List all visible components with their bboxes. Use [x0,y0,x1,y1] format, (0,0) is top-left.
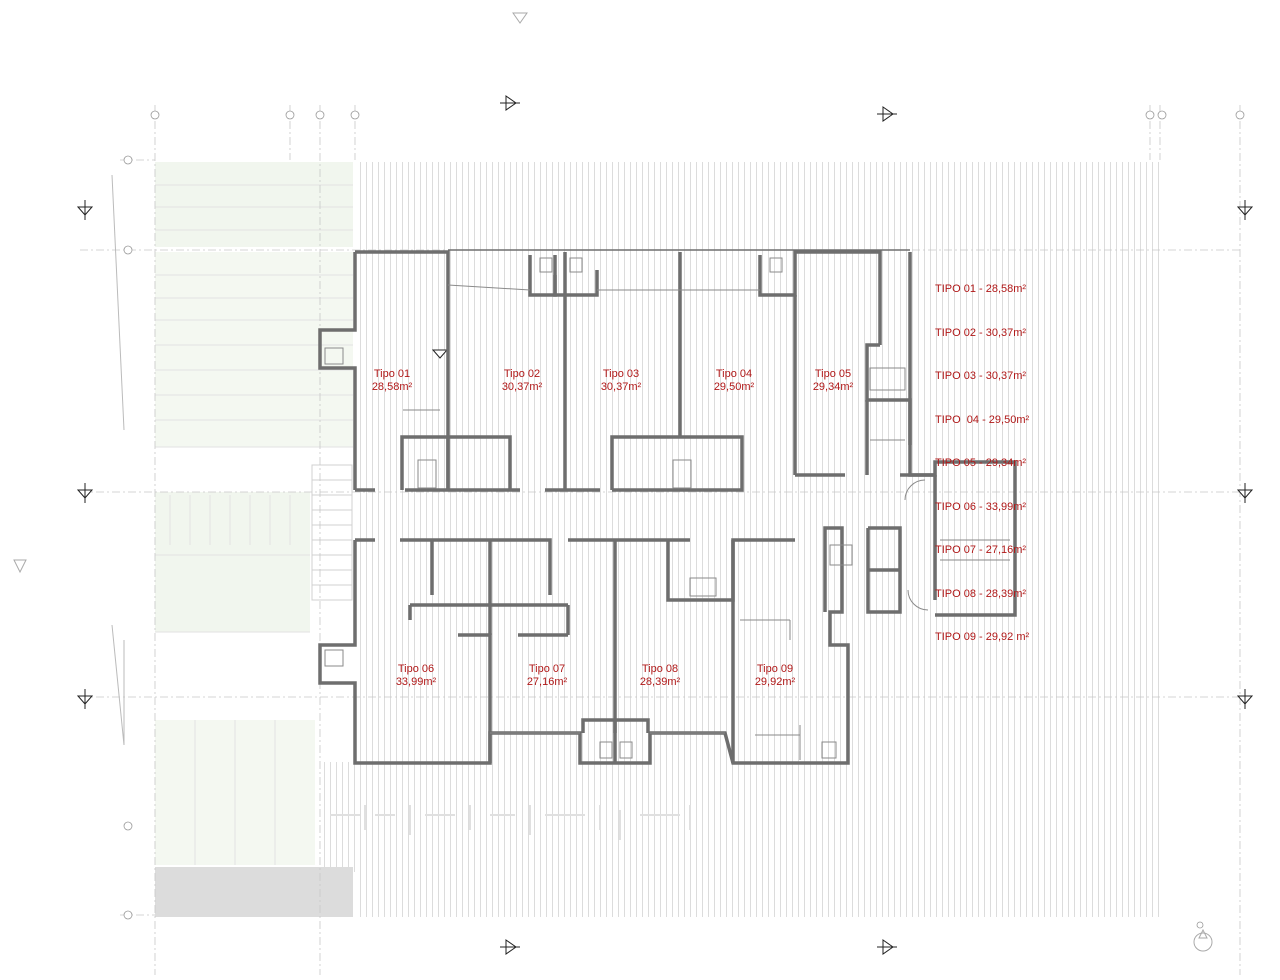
grid-bubble-icon [123,110,1245,929]
section-marker-icon [76,95,1254,955]
unit-label-tipo-01: Tipo 01 28,58m² [352,368,432,394]
unit-name: Tipo 01 [373,368,411,380]
legend-entry: TIPO 05 - 29,34m² [935,457,1027,469]
unit-area: 29,92m² [754,676,796,688]
legend-entry: TIPO 03 - 30,37m² [935,370,1027,382]
unit-area: 27,16m² [526,676,568,688]
unit-label-tipo-02: Tipo 02 30,37m² [482,368,562,394]
legend-entry: TIPO 09 - 29,92 m² [935,631,1030,643]
building-walls [318,249,1017,765]
unit-label-tipo-06: Tipo 06 33,99m² [376,663,456,689]
interior-details [324,257,1010,760]
unit-label-tipo-08: Tipo 08 28,39m² [620,663,700,689]
unit-name: Tipo 07 [528,663,566,675]
area-legend: TIPO 01 - 28,58m² TIPO 02 - 30,37m² TIPO… [935,253,1029,659]
unit-area: 28,58m² [371,381,413,393]
unit-label-tipo-04: Tipo 04 29,50m² [694,368,774,394]
unit-name: Tipo 05 [814,368,852,380]
unit-area: 30,37m² [600,381,642,393]
unit-area: 28,39m² [639,676,681,688]
legend-entry: TIPO 06 - 33,99m² [935,500,1027,513]
unit-name: Tipo 02 [503,368,541,380]
unit-name: Tipo 04 [715,368,753,380]
unit-name: Tipo 09 [756,663,794,675]
unit-name: Tipo 06 [397,663,435,675]
legend-entry: TIPO 07 - 27,16m² [935,544,1027,556]
unit-label-tipo-09: Tipo 09 29,92m² [735,663,815,689]
legend-entry: TIPO 08 - 28,39m² [935,587,1027,600]
unit-label-tipo-05: Tipo 05 29,34m² [793,368,873,394]
unit-area: 33,99m² [395,676,437,688]
grey-ramp-zone [155,867,353,917]
legend-entry: TIPO 02 - 30,37m² [935,326,1027,339]
legend-entry: TIPO 01 - 28,58m² [935,283,1027,295]
unit-area: 29,50m² [713,381,755,393]
unit-label-tipo-03: Tipo 03 30,37m² [581,368,661,394]
unit-area: 30,37m² [501,381,543,393]
unit-area: 29,34m² [812,381,854,393]
unit-label-tipo-07: Tipo 07 27,16m² [507,663,587,689]
structural-grid [80,105,1241,975]
unit-name: Tipo 03 [602,368,640,380]
legend-entry: TIPO 04 - 29,50m² [935,413,1030,426]
unit-name: Tipo 08 [641,663,679,675]
north-arrow-icon [13,12,1213,952]
